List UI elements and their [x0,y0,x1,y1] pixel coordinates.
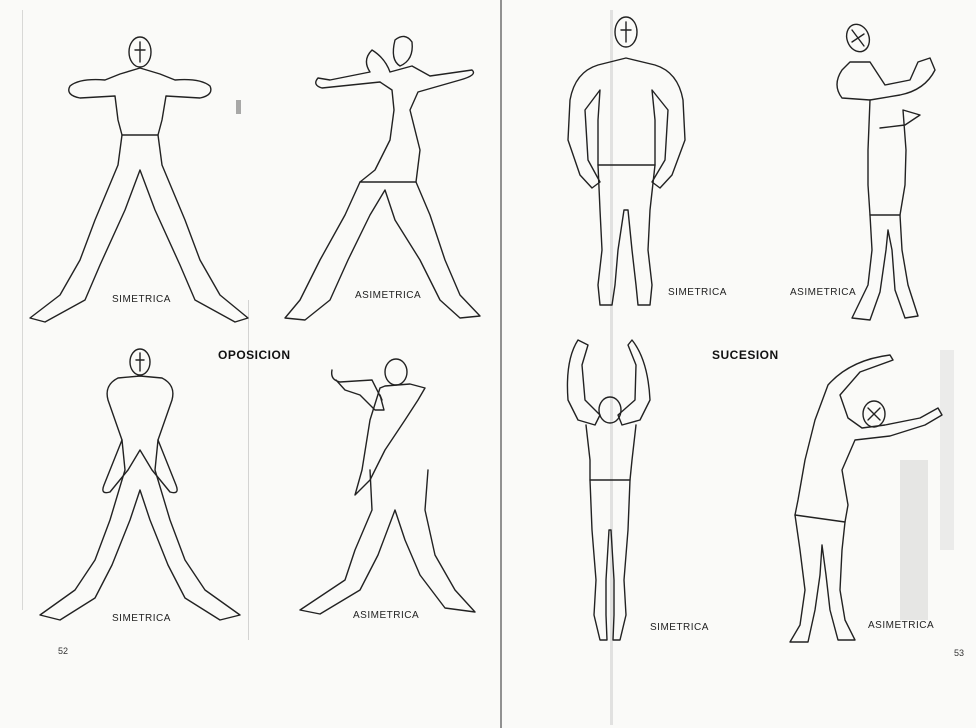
label-figure-1: SIMETRICA [112,294,171,305]
label-figure-5: SIMETRICA [668,287,727,298]
page-number-left: 52 [58,646,68,656]
figure-sucesion-simetrica-bottom [567,340,650,640]
section-header-sucesion: SUCESION [712,348,779,362]
page-number-right: 53 [954,648,964,658]
figure-oposicion-simetrica-top [30,37,248,322]
label-figure-8: ASIMETRICA [868,620,934,631]
label-figure-7: SIMETRICA [650,622,709,633]
figure-oposicion-simetrica-bottom [40,349,240,620]
label-figure-3: SIMETRICA [112,613,171,624]
figure-sucesion-asimetrica-bottom [790,355,942,642]
figure-oposicion-asimetrica-top [285,36,480,320]
label-figure-2: ASIMETRICA [355,290,421,301]
label-figure-4: ASIMETRICA [353,610,419,621]
section-header-oposicion: OPOSICION [218,348,291,362]
figure-sucesion-asimetrica-top [837,21,935,320]
figure-sucesion-simetrica-top [568,17,685,305]
figure-oposicion-asimetrica-bottom [300,359,475,614]
label-figure-6: ASIMETRICA [790,287,856,298]
